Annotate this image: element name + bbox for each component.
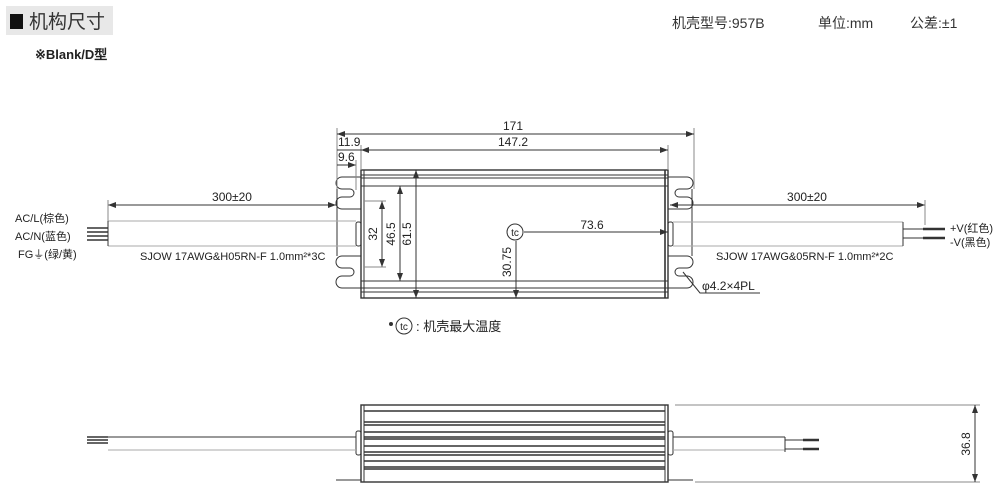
- input-cable-length: 300±20: [212, 190, 252, 204]
- mount-tab-left-bottom: [335, 255, 361, 289]
- mount-tab-right-top: [668, 176, 694, 210]
- wire-label-acl: AC/L(棕色): [15, 211, 69, 225]
- dim-label-171: 171: [503, 119, 523, 133]
- case-model: 机壳型号:957B: [672, 15, 765, 31]
- tc-label: tc: [511, 228, 519, 239]
- dim-label-32: 32: [366, 227, 380, 241]
- top-view: 171 147.2 11.9 9.6 32 46.5 61.5 30.75 73…: [15, 119, 993, 299]
- output-cable-spec: SJOW 17AWG&05RN-F 1.0mm²*2C: [716, 251, 894, 263]
- dim-label-30-75: 30.75: [500, 247, 514, 277]
- hole-leader: [682, 271, 760, 294]
- tc-note: tc : 机壳最大温度: [389, 317, 501, 335]
- mount-tab-right-bottom: [668, 255, 694, 289]
- dim-label-147: 147.2: [498, 135, 528, 149]
- dim-label-61-5: 61.5: [400, 222, 414, 246]
- square-bullet-icon: [10, 14, 23, 29]
- unit-label: 单位:mm: [818, 15, 874, 31]
- dim-label-36-8: 36.8: [959, 432, 973, 456]
- section-title-text: 机构尺寸: [29, 11, 106, 33]
- wire-label-fg: FG⏚(绿/黄): [18, 247, 77, 261]
- dim-label-46-5: 46.5: [384, 222, 398, 246]
- output-cable-length: 300±20: [787, 190, 827, 204]
- tc-point-icon: [506, 223, 524, 241]
- case-body-side: [360, 404, 669, 483]
- wire-label-vplus: +V(红色): [950, 221, 993, 235]
- dim-label-11-9: 11.9: [338, 135, 361, 149]
- wire-label-vminus: -V(黑色): [950, 235, 990, 249]
- side-view: 36.8: [87, 404, 980, 483]
- tc-symbol-icon: [395, 317, 413, 335]
- mount-tab-left-top: [335, 176, 361, 210]
- tc-symbol-label: tc: [400, 322, 408, 333]
- tolerance-label: 公差:±1: [910, 15, 958, 31]
- dim-label-73-6: 73.6: [580, 218, 604, 232]
- tc-note-text: : 机壳最大温度: [416, 319, 501, 334]
- model-variant: ※Blank/D型: [35, 47, 108, 62]
- hole-note: φ4.2×4PL: [702, 279, 755, 293]
- input-cable-spec: SJOW 17AWG&H05RN-F 1.0mm²*3C: [140, 251, 325, 263]
- wire-label-acn: AC/N(蓝色): [15, 229, 71, 243]
- dim-label-9-6: 9.6: [338, 150, 355, 164]
- section-title: 机构尺寸: [6, 6, 114, 35]
